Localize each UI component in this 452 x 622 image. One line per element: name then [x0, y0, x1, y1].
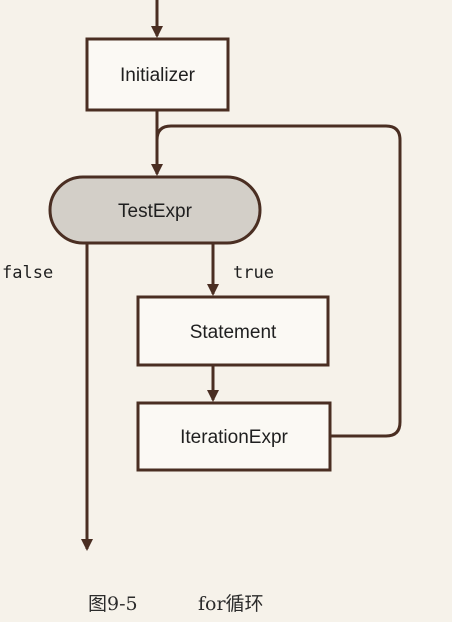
iterationexpr-box	[136, 401, 332, 472]
initializer-box	[85, 37, 230, 112]
true-label: true	[233, 263, 274, 283]
loop-back-arrow	[155, 124, 402, 438]
iterationexpr-label: IterationExpr	[180, 427, 288, 448]
testexpr-decision	[48, 175, 262, 245]
false-label: false	[2, 263, 53, 283]
statement-label: Statement	[190, 322, 277, 343]
figure-title: for循环	[198, 593, 264, 615]
statement-box	[136, 295, 330, 367]
initializer-label: Initializer	[120, 65, 196, 86]
figure-number: 图9-5	[88, 593, 138, 615]
testexpr-label: TestExpr	[118, 201, 193, 222]
